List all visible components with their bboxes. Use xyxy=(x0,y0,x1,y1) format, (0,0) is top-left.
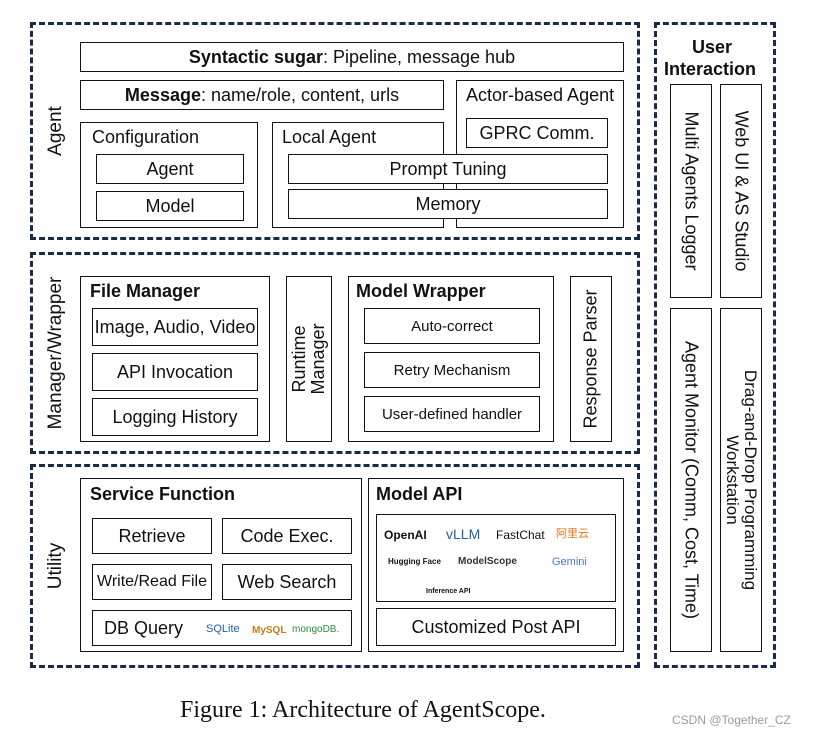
wrapper-item-handler: User-defined handler xyxy=(364,396,540,432)
utility-layer xyxy=(30,464,640,668)
agent-layer-label: Agent xyxy=(45,106,67,156)
db-query-box xyxy=(92,610,352,646)
response-parser-label: Response Parser xyxy=(580,289,601,429)
model-api-title: Model API xyxy=(376,484,463,504)
wrapper-item-autocorrect-label: Auto-correct xyxy=(411,317,493,335)
aliyun-logo: 阿里云 xyxy=(556,528,589,540)
runtime-label-line1: Runtime xyxy=(289,325,310,393)
inference-api-logo: Inference API xyxy=(426,588,471,595)
code-exec-label: Code Exec. xyxy=(240,525,334,546)
grpc-comm-label: GPRC Comm. xyxy=(479,122,595,143)
service-function-title: Service Function xyxy=(90,484,236,504)
agent-layer xyxy=(30,22,640,240)
multi-agents-logger-box xyxy=(670,84,712,298)
config-model-box: Model xyxy=(96,191,244,221)
wrapper-item-autocorrect: Auto-correct xyxy=(364,308,540,344)
file-item-media-label: Image, Audio, Video xyxy=(94,316,256,337)
code-exec-box: Code Exec. xyxy=(222,518,352,554)
web-search-label: Web Search xyxy=(237,571,337,592)
file-item-api-label: API Invocation xyxy=(116,361,234,382)
wrapper-item-handler-label: User-defined handler xyxy=(381,405,523,423)
grpc-comm-box: GPRC Comm. xyxy=(466,118,608,148)
runtime-manager-box xyxy=(286,276,332,442)
drag-drop-line1: Drag-and-Drop Programming xyxy=(740,369,760,591)
agent-monitor-label: Agent Monitor (Comm, Cost, Time) xyxy=(681,340,702,620)
retrieve-box: Retrieve xyxy=(92,518,212,554)
customized-post-api-label: Customized Post API xyxy=(411,616,581,637)
memory-label: Memory xyxy=(415,193,481,214)
mongodb-logo: mongoDB. xyxy=(292,624,340,635)
file-manager-title: File Manager xyxy=(90,281,201,301)
memory-box: Memory xyxy=(288,189,608,219)
customized-post-api-box: Customized Post API xyxy=(376,608,616,646)
agent-monitor-box xyxy=(670,308,712,652)
actor-based-agent-title: Actor-based Agent xyxy=(466,85,615,105)
file-item-logging-label: Logging History xyxy=(112,406,238,427)
watermark: CSDN @Together_CZ xyxy=(672,713,791,727)
file-item-media: Image, Audio, Video xyxy=(92,308,258,346)
prompt-tuning-label: Prompt Tuning xyxy=(389,158,507,179)
message-title: Message xyxy=(124,84,201,105)
utility-layer-label: Utility xyxy=(45,542,67,590)
sqlite-logo: SQLite xyxy=(206,623,240,635)
configuration-title: Configuration xyxy=(92,127,200,147)
syntactic-sugar-title: Syntactic sugar xyxy=(188,46,323,67)
db-query-label: DB Query xyxy=(104,618,184,638)
message-desc: : name/role, content, urls xyxy=(200,84,400,105)
retrieve-label: Retrieve xyxy=(118,525,186,546)
file-item-api: API Invocation xyxy=(92,353,258,391)
file-item-logging: Logging History xyxy=(92,398,258,436)
huggingface-logo: Hugging Face xyxy=(388,557,441,566)
gemini-logo: Gemini xyxy=(552,556,587,568)
openai-logo: OpenAI xyxy=(384,528,427,542)
syntactic-sugar-desc: : Pipeline, message hub xyxy=(322,46,516,67)
figure-caption: Figure 1: Architecture of AgentScope. xyxy=(180,697,546,723)
drag-drop-box xyxy=(720,308,762,652)
syntactic-sugar-box: Syntactic sugar: Pipeline, message hub xyxy=(80,42,624,72)
message-box: Message: name/role, content, urls xyxy=(80,80,444,110)
wrapper-item-retry: Retry Mechanism xyxy=(364,352,540,388)
model-wrapper-title: Model Wrapper xyxy=(356,281,486,301)
prompt-tuning-box: Prompt Tuning xyxy=(288,154,608,184)
drag-drop-line2: Workstation xyxy=(723,435,742,525)
runtime-manager-label: Runtime Manager xyxy=(289,323,328,395)
config-agent-box: Agent xyxy=(96,154,244,184)
config-agent-label: Agent xyxy=(146,158,194,179)
web-search-box: Web Search xyxy=(222,564,352,600)
config-model-label: Model xyxy=(145,195,195,216)
web-ui-label: Web UI & AS Studio xyxy=(731,110,752,272)
runtime-label-line2: Manager xyxy=(308,323,328,395)
write-read-box: Write/Read File xyxy=(92,564,212,600)
manager-layer xyxy=(30,252,640,454)
web-ui-box xyxy=(720,84,762,298)
user-interaction-title-line1: User xyxy=(692,37,733,57)
model-api-logos-box xyxy=(376,514,616,602)
response-parser-box xyxy=(570,276,612,442)
manager-layer-label: Manager/Wrapper xyxy=(45,276,67,430)
fastchat-logo: FastChat xyxy=(496,528,545,542)
drag-drop-label: Drag-and-Drop Programming Workstation xyxy=(723,369,760,591)
vllm-logo: vLLM xyxy=(446,526,481,542)
modelscope-logo: ModelScope xyxy=(458,556,517,567)
local-agent-title: Local Agent xyxy=(282,127,377,147)
write-read-label: Write/Read File xyxy=(97,573,207,590)
user-interaction-title-line2: Interaction xyxy=(664,59,757,79)
user-interaction-panel xyxy=(654,22,776,668)
multi-agents-logger-label: Multi Agents Logger xyxy=(681,111,702,271)
wrapper-item-retry-label: Retry Mechanism xyxy=(393,361,511,379)
mysql-logo: MySQL xyxy=(252,625,287,636)
